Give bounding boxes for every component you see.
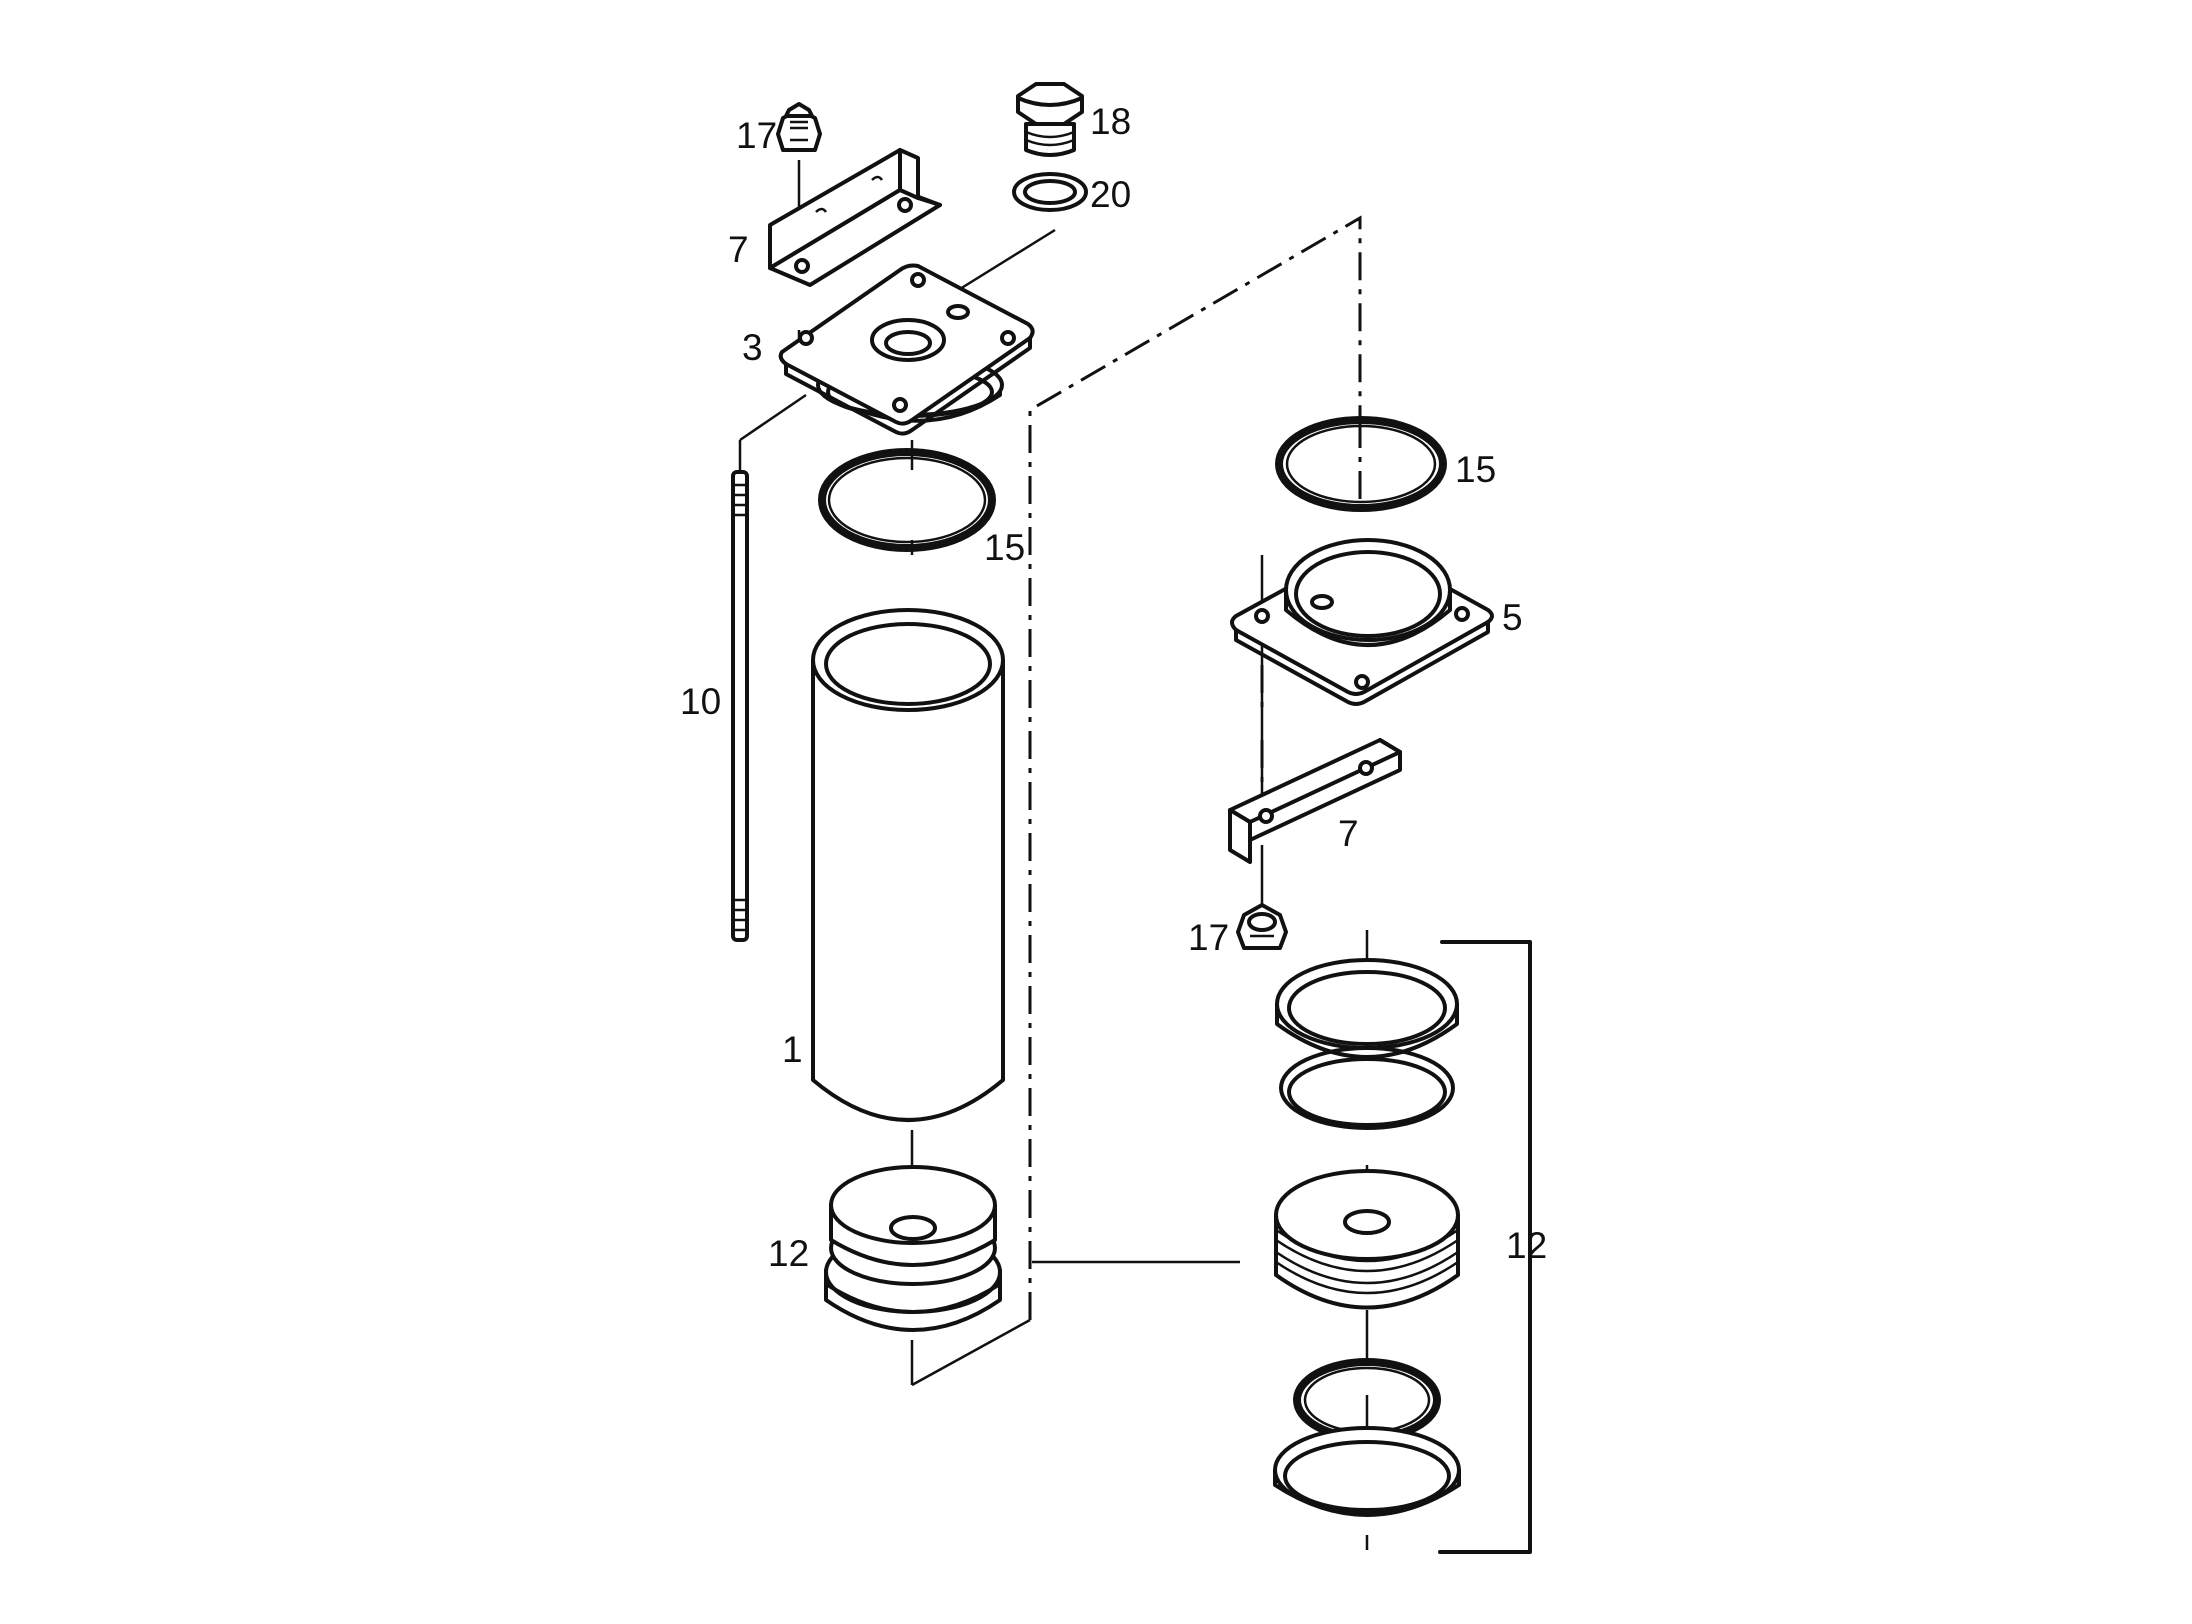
flange-3 bbox=[778, 263, 1035, 436]
washer-20 bbox=[1012, 172, 1088, 212]
cylinder-tube-1 bbox=[811, 608, 1005, 1122]
seal-ring-upper-right bbox=[1275, 958, 1459, 1059]
callout-3: 3 bbox=[742, 327, 763, 368]
callout-15-left: 15 bbox=[984, 527, 1025, 568]
callout-20: 20 bbox=[1090, 174, 1131, 215]
callout-5: 5 bbox=[1502, 597, 1523, 638]
tie-rod-10 bbox=[731, 470, 749, 942]
bracket-7-top bbox=[768, 148, 942, 287]
callout-17-top: 17 bbox=[736, 115, 777, 156]
cover-5 bbox=[1230, 538, 1494, 706]
callout-10: 10 bbox=[680, 681, 721, 722]
nut-17-right bbox=[1236, 903, 1288, 950]
bracket-7-right bbox=[1228, 738, 1402, 864]
o-ring-15-right bbox=[1275, 416, 1447, 512]
bolt-17-top bbox=[776, 102, 822, 152]
callout-12-left: 12 bbox=[768, 1233, 809, 1274]
callout-15-right: 15 bbox=[1455, 449, 1496, 490]
callout-7-right: 7 bbox=[1338, 813, 1359, 854]
piston-12-left bbox=[824, 1165, 1002, 1332]
centerline-rod-10 bbox=[739, 393, 807, 442]
group-bracket-12 bbox=[1438, 940, 1532, 1554]
centerline-main-6 bbox=[911, 1318, 1031, 1387]
o-ring-15-left bbox=[818, 448, 996, 552]
plug-18 bbox=[1016, 82, 1084, 157]
piston-body-right bbox=[1274, 1169, 1460, 1310]
callout-7-top: 7 bbox=[728, 229, 749, 270]
o-ring-right-upper bbox=[1279, 1046, 1455, 1130]
callout-labels: 17 18 20 7 3 15 10 1 12 15 5 7 17 12 bbox=[680, 101, 1547, 1274]
seal-ring-bottom-right bbox=[1273, 1426, 1461, 1517]
callout-12-right: 12 bbox=[1506, 1225, 1547, 1266]
phantom-leaders bbox=[1028, 215, 1362, 1320]
callout-17-right: 17 bbox=[1188, 917, 1229, 958]
phantom-leader-left-to-right bbox=[1028, 215, 1362, 1320]
callout-1: 1 bbox=[782, 1029, 803, 1070]
callout-18: 18 bbox=[1090, 101, 1131, 142]
